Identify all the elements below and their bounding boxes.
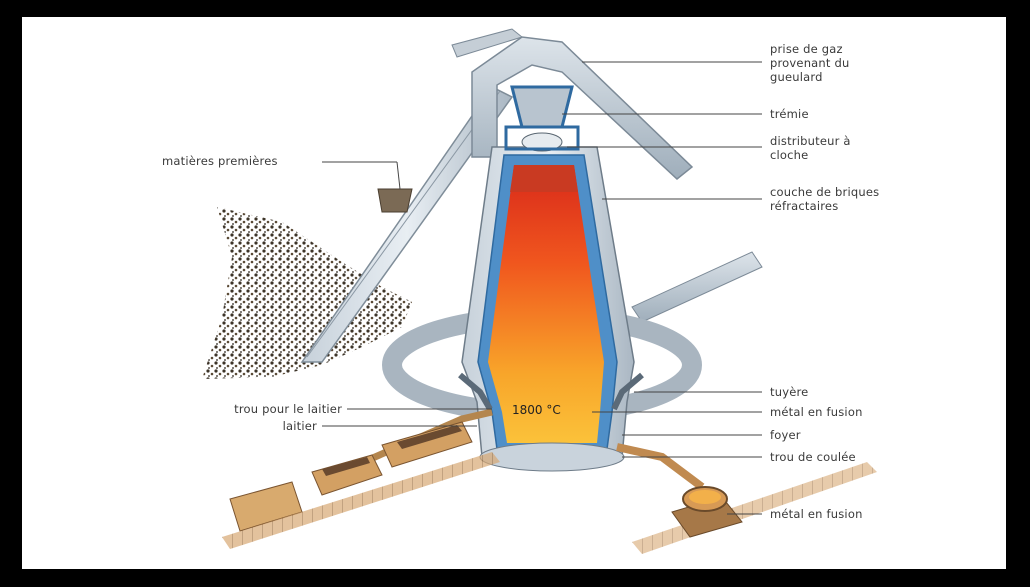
hopper [512, 87, 572, 127]
raw-material-pile [202, 207, 412, 379]
label-foyer: foyer [770, 428, 801, 442]
label-tuyere: tuyère [770, 385, 808, 399]
label-prise-de-gaz: prise de gaz provenant du gueulard [770, 42, 849, 84]
diagram-frame: prise de gaz provenant du gueulard trémi… [22, 17, 1006, 569]
hot-blast-pipe [632, 252, 762, 322]
label-tremie: trémie [770, 107, 809, 121]
label-trou-de-coulee: trou de coulée [770, 450, 856, 464]
skip-car [378, 189, 412, 212]
label-metal-fusion-1: métal en fusion [770, 405, 863, 419]
label-trou-laitier: trou pour le laitier [162, 402, 342, 416]
label-couche-briques: couche de briques réfractaires [770, 185, 879, 213]
blast-furnace-illustration [22, 17, 1006, 569]
label-matieres-premieres: matières premières [162, 154, 278, 168]
label-laitier: laitier [162, 419, 317, 433]
label-distributeur: distributeur à cloche [770, 134, 851, 162]
slag-wagon-2 [312, 455, 382, 495]
label-metal-fusion-2: métal en fusion [770, 507, 863, 521]
temperature-label: 1800 °C [512, 403, 561, 417]
